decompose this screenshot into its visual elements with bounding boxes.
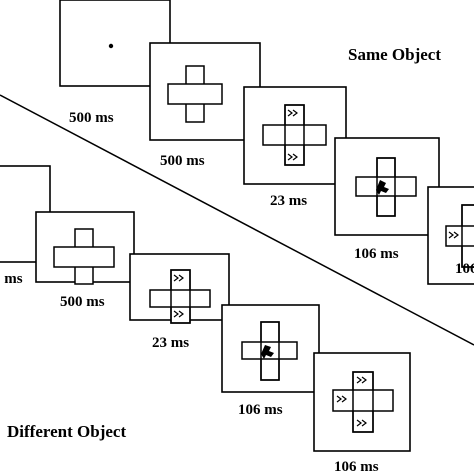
plus-shape-cue-icon: [262, 104, 327, 166]
same-duration-label-3: 23 ms: [270, 193, 307, 209]
different-object-frame-4: [221, 304, 320, 393]
same-object-condition-label: Same Object: [348, 45, 441, 64]
plus-shape-mask-icon: [445, 204, 474, 268]
plus-shape-target-icon: [355, 157, 417, 217]
different-duration-label-4: 106 ms: [238, 402, 283, 418]
condition-divider-line: [0, 94, 474, 346]
different-duration-label-2: 500 ms: [60, 294, 105, 310]
different-object-frame-2: [35, 211, 135, 285]
different-duration-label-1: 500 ms: [0, 271, 23, 287]
different-duration-label-5: 106 ms: [334, 459, 379, 474]
bar-pair-icon: [53, 228, 115, 285]
different-object-frame-5: [313, 352, 411, 452]
bar-pair-target-icon: [241, 321, 298, 381]
same-duration-label-5: 106 ms: [455, 261, 474, 277]
different-duration-label-3: 23 ms: [152, 335, 189, 351]
same-duration-label-1: 500 ms: [69, 110, 114, 126]
plus-shape-icon: [167, 65, 223, 123]
different-object-condition-label: Different Object: [7, 422, 126, 441]
fixation-dot-icon: [108, 43, 114, 49]
bar-pair-cue-icon: [149, 269, 211, 324]
different-object-frame-3: [129, 253, 230, 324]
same-object-frame-4: [334, 137, 440, 236]
bar-pair-mask-icon: [332, 371, 394, 433]
same-object-frame-5: [427, 186, 474, 285]
same-object-frame-3: [243, 86, 347, 185]
same-duration-label-2: 500 ms: [160, 153, 205, 169]
same-duration-label-4: 106 ms: [354, 246, 399, 262]
